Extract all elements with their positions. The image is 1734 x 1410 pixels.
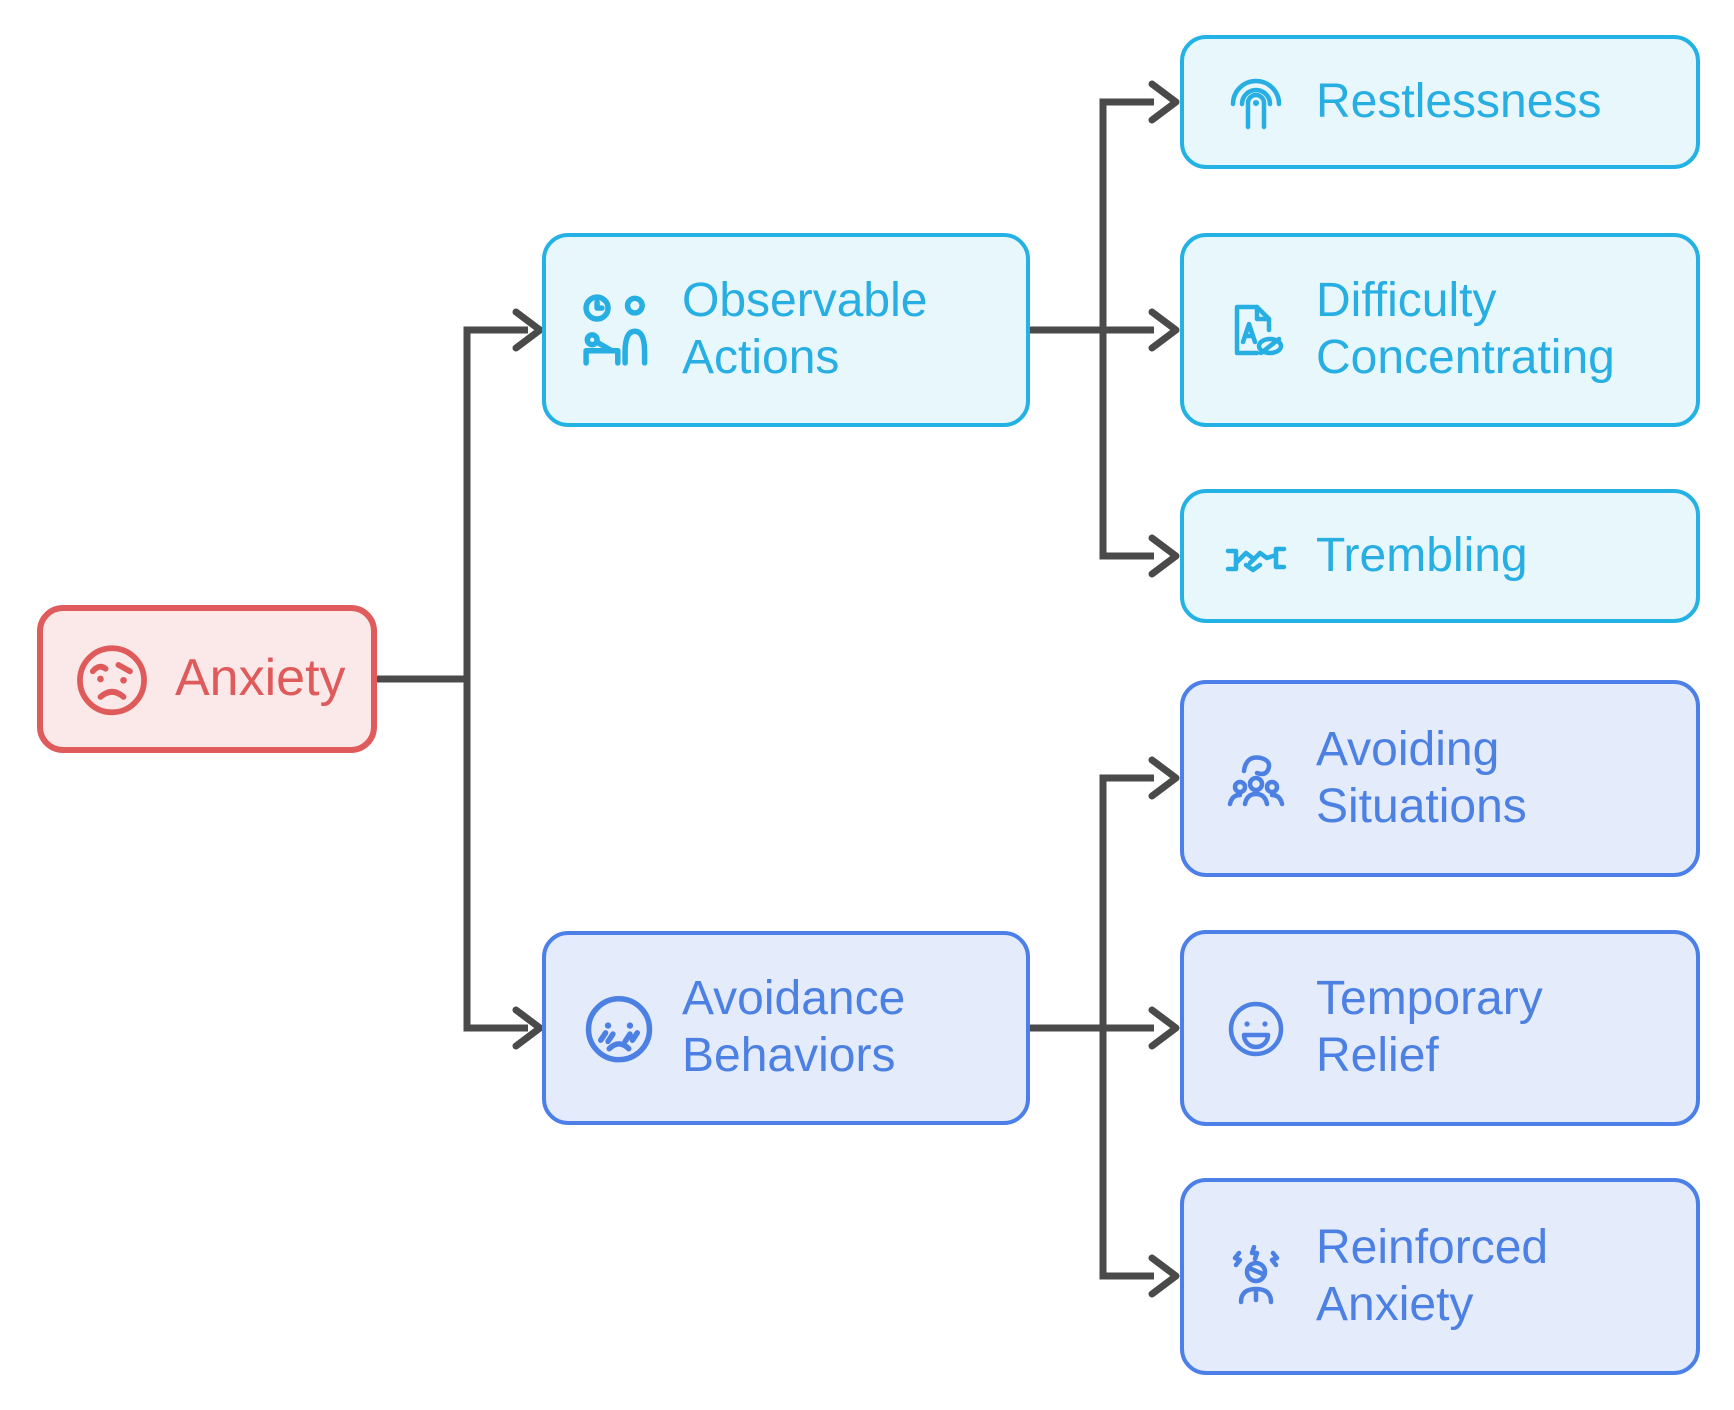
- node-label: Anxiety: [175, 649, 346, 708]
- node-observable-actions: Observable Actions: [542, 233, 1030, 427]
- handshake-icon: [1224, 524, 1288, 588]
- edge-observable-split: [1099, 98, 1154, 560]
- nervous-face-icon: [580, 989, 658, 1067]
- node-label: Avoidance Behaviors: [682, 972, 906, 1082]
- tapping-finger-icon: [1224, 70, 1288, 134]
- laughing-face-icon: [1224, 996, 1288, 1060]
- node-difficulty-concentrating: Difficulty Concentrating: [1180, 233, 1700, 427]
- edge-avoidance-split: [1099, 774, 1154, 1280]
- node-avoiding-situations: Avoiding Situations: [1180, 680, 1700, 877]
- node-avoidance-behaviors: Avoidance Behaviors: [542, 931, 1030, 1125]
- therapy-observation-icon: [580, 291, 658, 369]
- node-label: Trembling: [1316, 528, 1528, 582]
- node-label: Observable Actions: [682, 274, 928, 384]
- node-temporary-relief: Temporary Relief: [1180, 930, 1700, 1126]
- anxious-face-icon: [71, 638, 153, 720]
- arrowhead-reinforced-anxiety: [1148, 1254, 1180, 1298]
- arrowhead-temporary-relief: [1148, 1006, 1180, 1050]
- arrowhead-difficulty-concentrating: [1148, 308, 1180, 352]
- document-unreadable-icon: [1224, 298, 1288, 362]
- node-label: Reinforced Anxiety: [1316, 1220, 1549, 1331]
- node-trembling: Trembling: [1180, 489, 1700, 623]
- arrowhead-restlessness: [1148, 80, 1180, 124]
- node-label: Temporary Relief: [1316, 972, 1543, 1082]
- arrowhead-avoidance-behaviors: [512, 1006, 544, 1050]
- node-label: Avoiding Situations: [1316, 722, 1527, 833]
- stressed-person-icon: [1224, 1244, 1288, 1309]
- edge-root-split: [463, 326, 528, 1032]
- node-anxiety: Anxiety: [37, 605, 377, 753]
- node-reinforced-anxiety: Reinforced Anxiety: [1180, 1178, 1700, 1375]
- node-label: Difficulty Concentrating: [1316, 274, 1615, 384]
- arrowhead-trembling: [1148, 534, 1180, 578]
- arrowhead-observable-actions: [512, 308, 544, 352]
- node-label: Restlessness: [1316, 74, 1602, 128]
- avoiding-crowd-icon: [1224, 747, 1288, 811]
- arrowhead-avoiding-situations: [1148, 756, 1180, 800]
- node-restlessness: Restlessness: [1180, 35, 1700, 169]
